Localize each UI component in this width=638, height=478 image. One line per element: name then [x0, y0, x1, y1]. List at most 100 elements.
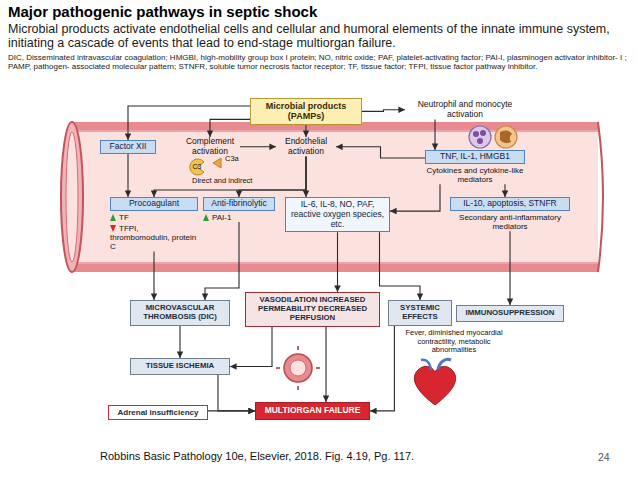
neutrophil-nucleus: [473, 131, 479, 137]
connector-arrow: [127, 154, 128, 197]
node-text: Neutrophil and monocyte activation: [405, 100, 525, 120]
process-label: Endothelial activation: [276, 137, 336, 157]
outcome-box: MICROVASCULAR THROMBOSIS (DIC): [130, 300, 230, 326]
text: Complement activation: [186, 136, 234, 156]
neutrophil-nucleus: [477, 138, 483, 144]
text: Adrenal insufficiency: [118, 408, 199, 417]
connector-arrow: [336, 147, 425, 158]
text: SYSTEMIC EFFECTS: [400, 303, 440, 321]
text: IL-6, IL-8, NO, PAF, reactive oxygen spe…: [291, 199, 384, 229]
c3a-fragment: [213, 158, 221, 168]
node-subtext: Cytokines and cytokine-like mediators: [425, 166, 525, 184]
node-text: Procoagulant: [110, 197, 198, 211]
title: Major pathogenic pathways in septic shoc…: [8, 3, 630, 21]
connector-arrow: [208, 410, 255, 411]
abbreviation-note: DIC, Disseminated intravascular coagulat…: [8, 53, 630, 72]
text: Cytokines and cytokine-like mediators: [427, 166, 524, 184]
heart-vessel: [438, 359, 451, 369]
c3-molecule: [190, 159, 204, 175]
node-text: IMMUNOSUPPRESSION: [460, 309, 560, 318]
connector-arrow: [230, 327, 272, 367]
connector-arrow: [362, 110, 405, 112]
connector-arrow: [218, 375, 255, 411]
connector-arrow: [305, 157, 306, 197]
text: PAI-1: [212, 213, 231, 222]
text: TNF, IL-1, HMGB1: [440, 151, 510, 161]
node-subtext: TF: [110, 213, 198, 222]
text: Endothelial activation: [285, 136, 327, 156]
monocyte-cell: [495, 126, 517, 148]
node-text: VASODILATION INCREASED PERMEABILITY DECR…: [249, 296, 376, 323]
dilation-ticks: [276, 346, 320, 390]
node-subtext: Secondary anti-inflammatory mediators: [450, 213, 570, 231]
connector-arrow: [509, 231, 510, 305]
molecule-label: C3a: [225, 155, 239, 164]
text: TISSUE ISCHEMIA: [146, 361, 214, 370]
vessel-end: [598, 122, 603, 272]
process-label: Neutrophil and monocyte activation: [405, 100, 525, 120]
pathway-note: Direct and indirect: [192, 177, 252, 186]
text: TF: [119, 213, 129, 222]
text: TFPI, thrombomodulin, protein C: [110, 224, 196, 251]
connector-arrow: [370, 326, 394, 411]
node-text: TISSUE ISCHEMIA: [134, 362, 226, 371]
endothelium-line: [72, 263, 598, 264]
process-label: Complement activation: [180, 137, 240, 157]
heart-vessel: [421, 360, 431, 370]
vessel-wall: [65, 122, 598, 272]
node-text: MICROVASCULAR THROMBOSIS (DIC): [134, 304, 226, 322]
connector-arrow: [390, 184, 440, 211]
factor-box: Factor XII: [100, 140, 156, 154]
connector-arrow: [205, 222, 239, 300]
mediator-box: Anti-fibrinolyticPAI-1: [203, 197, 275, 222]
node-text: TNF, IL-1, HMGB1: [425, 150, 525, 164]
connector-arrow: [380, 232, 421, 300]
outcome-box: Adrenal insufficiency: [108, 405, 208, 420]
decrease-arrow: [110, 225, 116, 232]
node-subtext: TFPI, thrombomodulin, protein C: [110, 224, 198, 252]
node-text: Complement activation: [180, 137, 240, 157]
failure-box: MULTIORGAN FAILURE: [255, 402, 370, 420]
connector-arrow: [337, 232, 338, 292]
text: MICROVASCULAR THROMBOSIS (DIC): [143, 303, 217, 321]
increase-arrow: [110, 214, 116, 221]
vessel-cross-section: [61, 122, 83, 272]
text: Anti-fibrinolytic: [211, 198, 266, 208]
vessel-icon: [284, 354, 312, 382]
connector-arrow: [305, 125, 306, 137]
connector-arrow: [153, 252, 154, 300]
heart-icon: [414, 366, 455, 405]
source-box: Microbial products (PAMPs): [250, 98, 362, 125]
text: IL-10, apoptosis, STNFR: [463, 198, 557, 208]
vessel-cross-section: [66, 132, 78, 262]
node-text: MULTIORGAN FAILURE: [259, 406, 366, 416]
node-text: Endothelial activation: [276, 137, 336, 157]
monocyte-nucleus: [500, 130, 512, 143]
node-text: Microbial products (PAMPs): [254, 101, 358, 122]
connector-arrow: [504, 184, 505, 197]
text: Microbial products (PAMPs): [266, 101, 347, 121]
mediator-box: TNF, IL-1, HMGB1Cytokines and cytokine-l…: [425, 150, 525, 184]
node-text: Adrenal insufficiency: [111, 408, 205, 417]
outcome-box: SYSTEMIC EFFECTS: [388, 300, 452, 326]
neutrophil-nucleus: [480, 130, 486, 136]
connector-arrow: [128, 106, 250, 140]
text: Secondary anti-inflammatory mediators: [459, 213, 561, 231]
node-subtext: PAI-1: [203, 213, 275, 222]
mediator-box: IL-10, apoptosis, STNFR Secondary anti-in…: [450, 197, 570, 231]
connector-arrow: [434, 120, 435, 150]
text: Factor XII: [110, 141, 147, 151]
connector-arrow: [240, 146, 276, 147]
effects-note: Fever, diminished myocardial contractili…: [398, 329, 510, 355]
increase-arrow: [203, 214, 209, 221]
node-text: IL-6, IL-8, NO, PAF, reactive oxygen spe…: [289, 200, 386, 229]
neutrophil-cell: [469, 126, 491, 148]
page-number: 24: [598, 451, 610, 463]
vessel-icon-lumen: [290, 360, 306, 376]
node-text: Factor XII: [103, 142, 153, 152]
connector-arrow: [325, 327, 326, 402]
outcome-box: VASODILATION INCREASED PERMEABILITY DECR…: [245, 292, 380, 327]
node-text: Anti-fibrinolytic: [203, 197, 275, 211]
endothelium-line: [72, 131, 598, 132]
text: MULTIORGAN FAILURE: [265, 405, 361, 415]
